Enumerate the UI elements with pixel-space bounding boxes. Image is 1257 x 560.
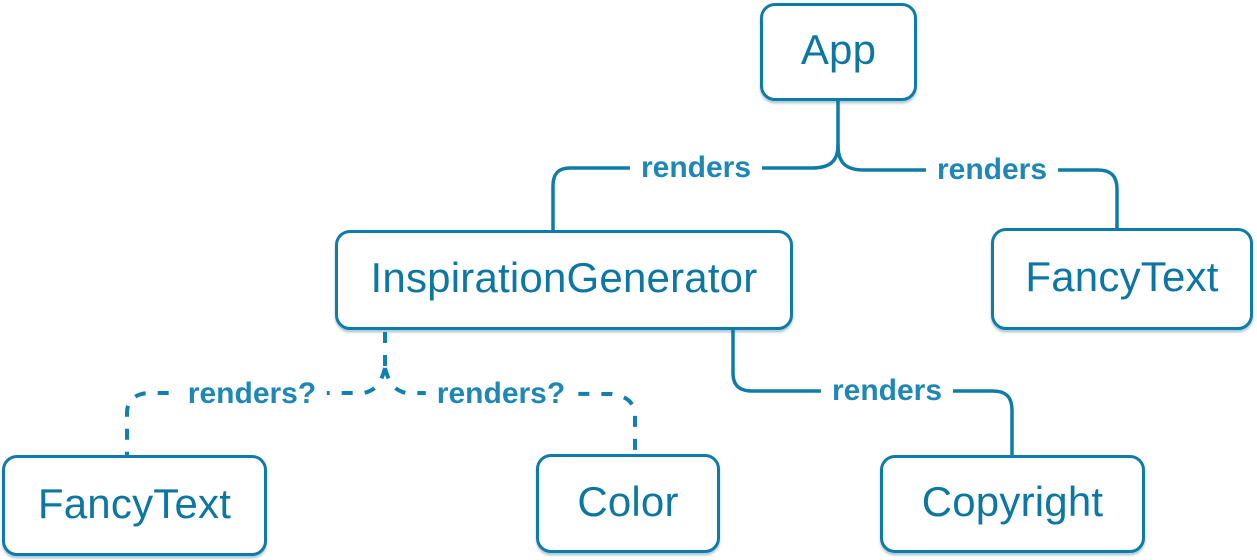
node-copyright: Copyright — [880, 455, 1145, 553]
node-fancy-text-bottom-label: FancyText — [37, 479, 232, 527]
node-app: App — [760, 3, 917, 101]
node-fancy-text-top-label: FancyText — [1025, 253, 1219, 300]
edge-label-renders-copyright: renders — [820, 373, 954, 409]
node-copyright-label: Copyright — [921, 478, 1104, 525]
node-fancy-text-top: FancyText — [991, 228, 1253, 330]
node-app-label: App — [800, 26, 877, 73]
node-inspiration-generator-label: InspirationGenerator — [370, 254, 758, 301]
node-color-label: Color — [577, 477, 679, 525]
node-fancy-text-bottom: FancyText — [2, 455, 267, 556]
node-color: Color — [536, 454, 720, 553]
edge-label-renders-app-fancytext: renders — [925, 152, 1059, 188]
edge-label-renders-app-inspirationgenerator: renders — [629, 150, 763, 186]
node-inspiration-generator: InspirationGenerator — [335, 230, 793, 330]
edge-label-renders-question-color: renders? — [425, 376, 577, 412]
edge-label-renders-question-fancytext: renders? — [176, 376, 328, 412]
